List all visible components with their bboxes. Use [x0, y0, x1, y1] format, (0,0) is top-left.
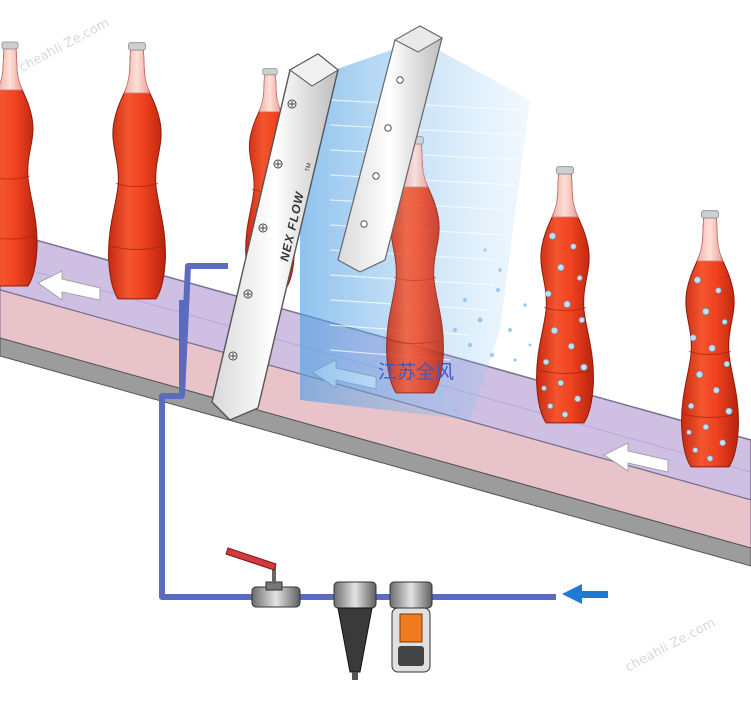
bottle-wet [681, 210, 739, 468]
screw-icon [287, 99, 297, 109]
air-supply-pipe [159, 263, 556, 600]
direction-arrow-icon [37, 270, 101, 301]
watermark-text: cheahli Ze.com [623, 615, 718, 675]
bottle-dry [0, 41, 38, 287]
ball-valve [225, 547, 301, 608]
screw-icon [243, 289, 253, 299]
caption-label: 江苏全风 [378, 361, 454, 383]
bottle-dry [108, 42, 166, 300]
air-filter [333, 581, 377, 680]
screw-icon [258, 223, 268, 233]
trademark-label: TM [305, 163, 313, 173]
watermark-text: cheahli Ze.com [17, 15, 112, 75]
direction-arrow-icon [603, 442, 669, 473]
air-regulator [389, 581, 433, 673]
air-knife-rear [337, 25, 444, 273]
screw-icon [273, 159, 283, 169]
screw-icon [228, 351, 238, 361]
bottle-wet [536, 166, 594, 424]
air-inlet-arrow-icon [562, 584, 608, 604]
